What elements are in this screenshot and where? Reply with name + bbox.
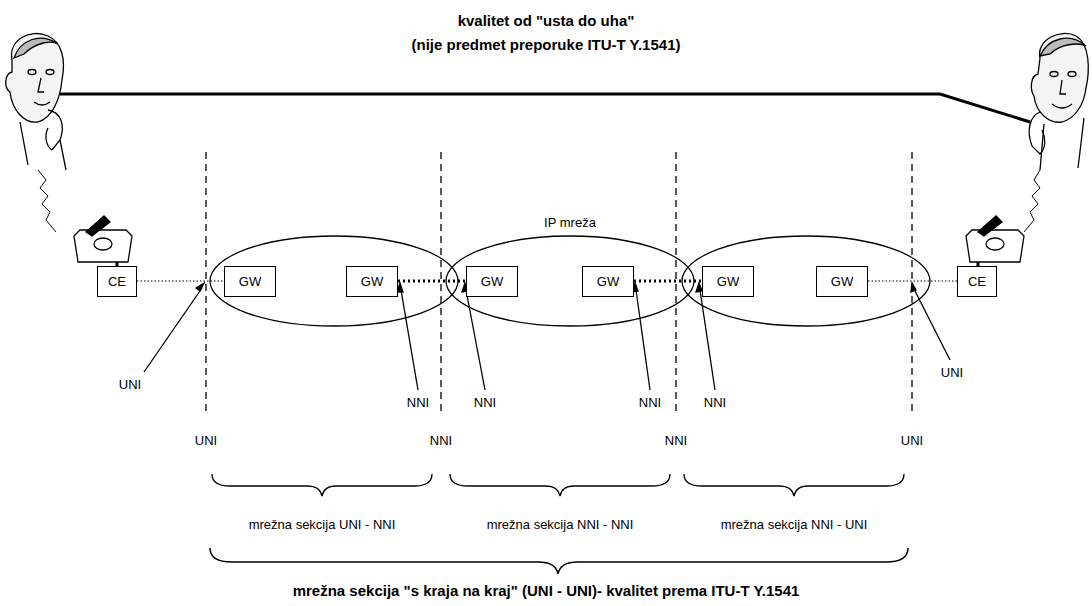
box-label: GW (717, 274, 739, 289)
interface-label: NNI (472, 395, 498, 410)
interface-label: UNI (939, 365, 965, 380)
equipment-box: GW (582, 266, 634, 297)
interface-label: NNI (428, 433, 454, 448)
box-label: GW (361, 274, 383, 289)
caption: mrežna sekcija "s kraja na kraj" (UNI - … (291, 582, 802, 599)
network-ellipse (210, 236, 458, 326)
interface-label: UNI (117, 377, 143, 392)
interface-label: UNI (899, 433, 925, 448)
person-left (6, 33, 66, 232)
link-line (137, 280, 224, 281)
link-line (868, 280, 957, 281)
box-label: CE (968, 274, 986, 289)
equipment-box: GW (816, 266, 868, 297)
interface-label: NNI (405, 395, 431, 410)
interface-label: NNI (637, 395, 663, 410)
quality-line (60, 94, 1030, 122)
person-right (1024, 33, 1088, 232)
equipment-box: GW (346, 266, 398, 297)
network-ellipse (446, 236, 694, 326)
network-label: IP mreža (542, 215, 598, 230)
equipment-box: GW (224, 266, 276, 297)
braces (210, 474, 908, 574)
equipment-box: CE (97, 266, 137, 297)
interface-label: NNI (702, 395, 728, 410)
boundary-lines (206, 152, 912, 412)
link-line (634, 280, 702, 283)
box-label: CE (108, 274, 126, 289)
section-label: mrežna sekcija NNI - NNI (485, 517, 636, 532)
box-label: GW (831, 274, 853, 289)
equipment-box: CE (957, 266, 997, 297)
leader-arrows (144, 283, 950, 390)
box-label: GW (481, 274, 503, 289)
link-line (398, 280, 466, 283)
subtitle: (nije predmet preporuke ITU-T Y.1541) (410, 36, 683, 53)
equipment-box: GW (466, 266, 518, 297)
section-label: mrežna sekcija NNI - UNI (719, 517, 870, 532)
title: kvalitet od "usta do uha" (456, 12, 637, 29)
equipment-box: GW (702, 266, 754, 297)
box-label: GW (239, 274, 261, 289)
interface-label: UNI (193, 433, 219, 448)
interface-label: NNI (663, 433, 689, 448)
telephone-right (966, 216, 1024, 266)
box-label: GW (597, 274, 619, 289)
telephone-left (74, 216, 132, 266)
section-label: mrežna sekcija UNI - NNI (247, 517, 398, 532)
